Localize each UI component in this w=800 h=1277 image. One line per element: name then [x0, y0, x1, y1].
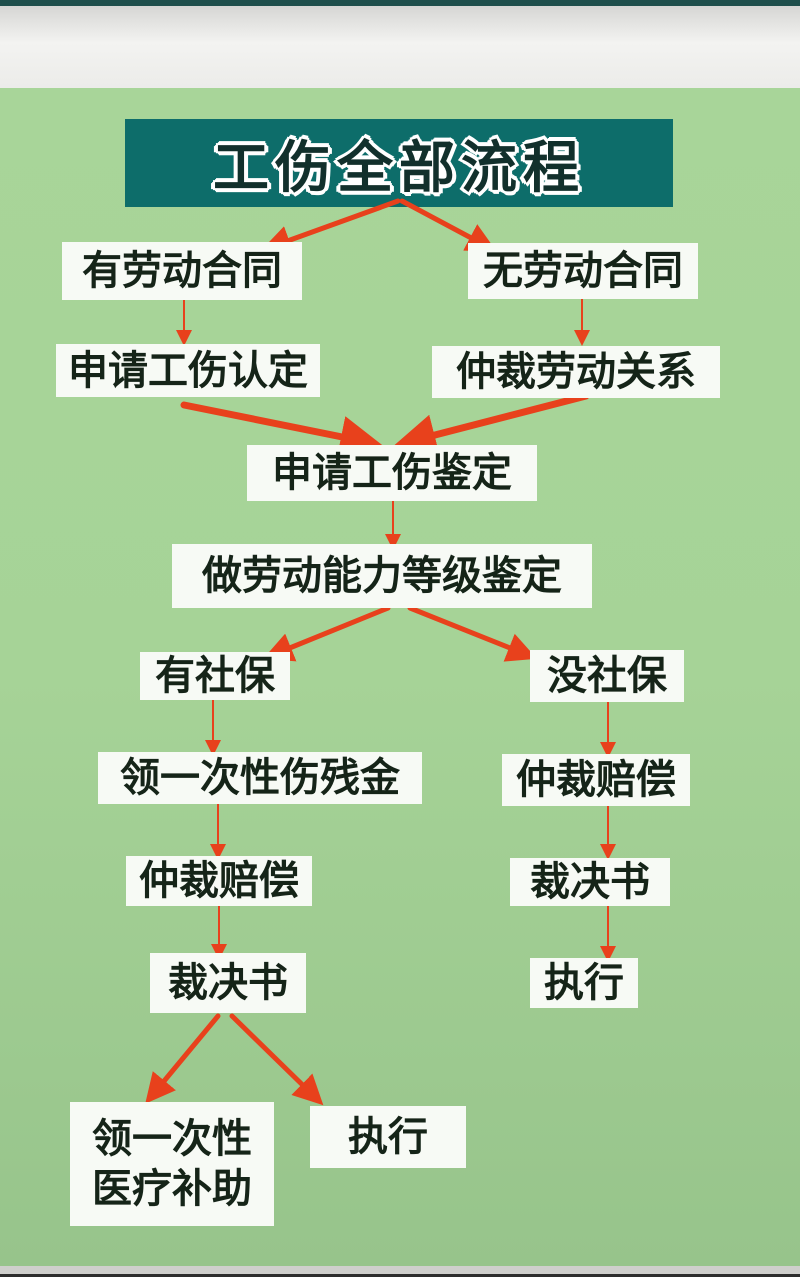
- node-no-contract: 无劳动合同: [468, 243, 698, 299]
- node-left-execution: 执行: [310, 1106, 466, 1168]
- node-label: 领一次性伤残金: [120, 754, 400, 801]
- node-left-ruling: 裁决书: [150, 953, 306, 1013]
- node-label: 裁决书: [530, 858, 650, 905]
- node-left-arbitration-compensation: 仲裁赔偿: [126, 856, 312, 906]
- bottom-frame-band: [0, 1266, 800, 1277]
- node-label: 执行: [544, 959, 624, 1006]
- node-has-social-insurance: 有社保: [140, 652, 290, 700]
- node-label: 申请工伤认定: [68, 346, 308, 394]
- node-arbitrate-labor-relation: 仲裁劳动关系: [432, 346, 720, 398]
- flowchart-title: 工伤全部流程: [213, 135, 585, 201]
- node-label: 有社保: [155, 652, 275, 699]
- node-apply-injury-appraisal: 申请工伤鉴定: [247, 445, 537, 501]
- node-label: 无劳动合同: [483, 247, 683, 294]
- node-labor-capacity-grading: 做劳动能力等级鉴定: [172, 544, 592, 608]
- node-label: 执行: [348, 1113, 428, 1160]
- node-one-time-medical-subsidy: 领一次性 医疗补助: [70, 1102, 274, 1226]
- top-frame-strip: [0, 0, 800, 6]
- node-apply-injury-recognition: 申请工伤认定: [56, 344, 320, 397]
- node-label-line1: 领一次性: [92, 1115, 252, 1162]
- node-label: 仲裁劳动关系: [456, 348, 696, 395]
- node-has-contract: 有劳动合同: [62, 242, 302, 300]
- node-label: 仲裁赔偿: [139, 857, 299, 904]
- node-right-execution: 执行: [530, 958, 638, 1008]
- node-one-time-disability-subsidy: 领一次性伤残金: [98, 752, 422, 804]
- title-banner: 工伤全部流程: [125, 119, 673, 207]
- node-label: 没社保: [547, 652, 667, 699]
- node-right-ruling: 裁决书: [510, 858, 670, 906]
- node-label: 申请工伤鉴定: [272, 449, 512, 496]
- top-white-band: [0, 6, 800, 88]
- node-label: 有劳动合同: [82, 247, 282, 294]
- node-label: 仲裁赔偿: [516, 756, 676, 803]
- node-label: 裁决书: [168, 959, 288, 1006]
- node-no-social-insurance: 没社保: [530, 650, 684, 702]
- node-label: 做劳动能力等级鉴定: [202, 552, 562, 599]
- node-label-line2: 医疗补助: [92, 1165, 252, 1212]
- node-right-arbitration-compensation: 仲裁赔偿: [502, 754, 690, 806]
